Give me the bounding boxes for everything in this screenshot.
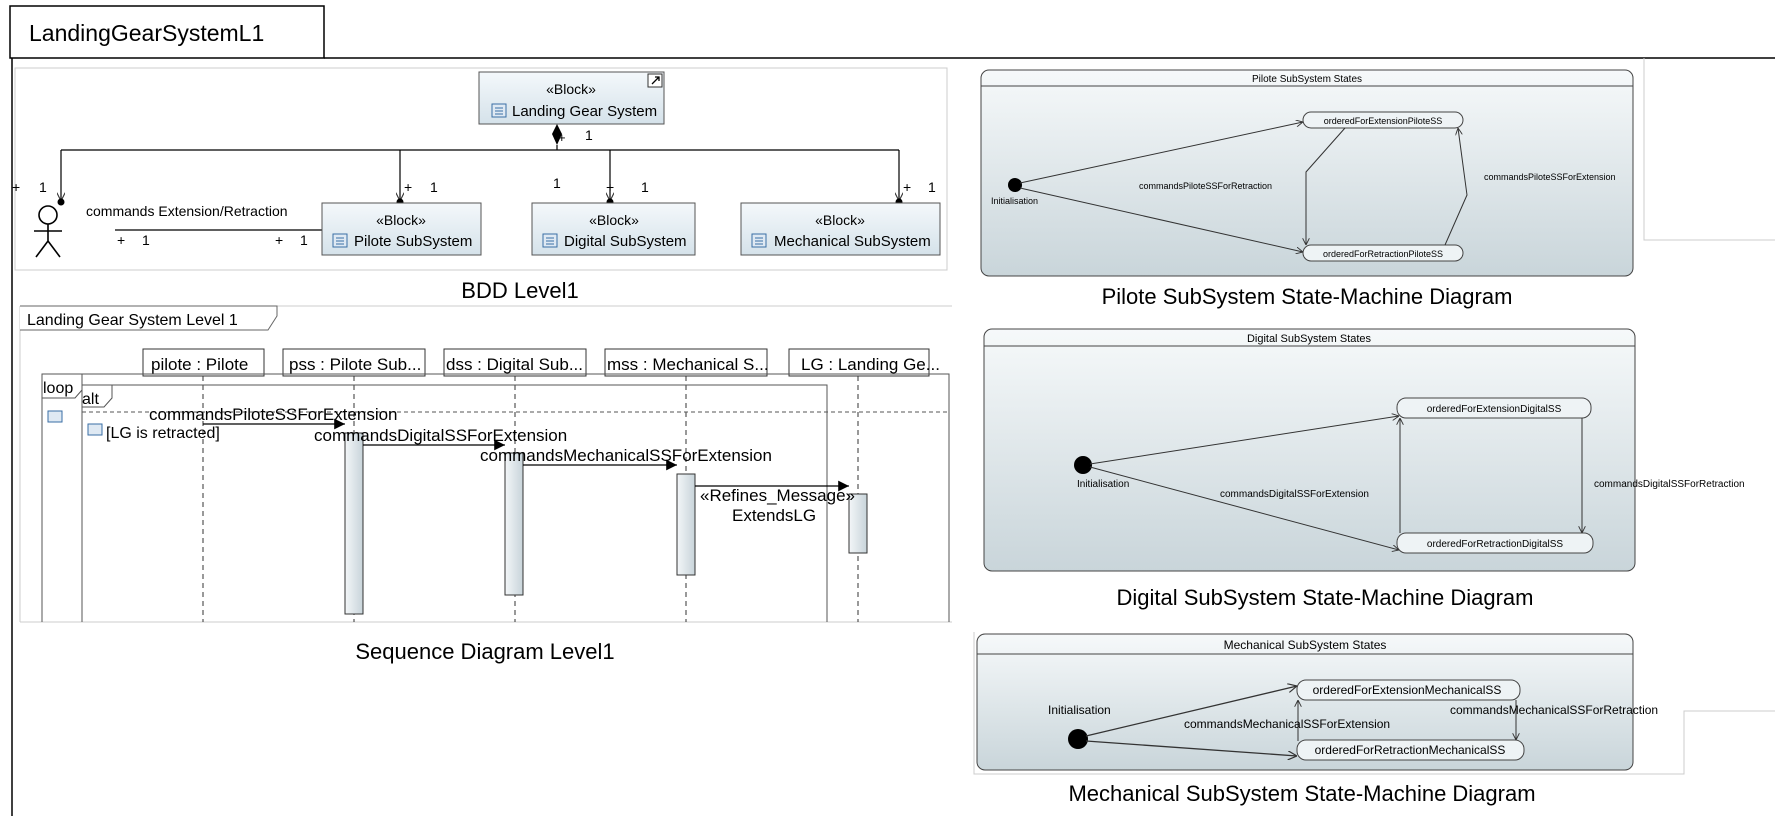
block-digital-subsystem[interactable]: «Block» Digital SubSystem <box>531 202 696 256</box>
lifeline-head[interactable] <box>788 348 930 377</box>
svg-text:commandsMechanicalSSForExtensi: commandsMechanicalSSForExtension <box>1184 717 1390 731</box>
mechanical-sm-caption: Mechanical SubSystem State-Machine Diagr… <box>1068 781 1535 806</box>
svg-text:pss : Pilote Sub...: pss : Pilote Sub... <box>289 355 421 374</box>
svg-text:orderedForExtensionPiloteSS: orderedForExtensionPiloteSS <box>1324 116 1443 126</box>
pilote-state-machine: Pilote SubSystem States Initialisation o… <box>980 69 1634 277</box>
digital-state-machine: Digital SubSystem States Initialisation … <box>983 328 1745 572</box>
sm-title: Mechanical SubSystem States <box>1224 638 1387 652</box>
mult-plus: + <box>558 130 566 145</box>
alt-guard: [LG is retracted] <box>106 425 220 442</box>
activation-bar <box>504 452 524 596</box>
initial-state <box>1068 729 1088 749</box>
svg-text:commandsMechanicalSSForRetract: commandsMechanicalSSForRetraction <box>1450 703 1658 717</box>
svg-text:+: + <box>903 179 911 195</box>
block-name: Landing Gear System <box>512 103 657 120</box>
mult-root: 1 <box>585 127 593 143</box>
loop-label: loop <box>43 380 73 397</box>
state-ordered-retraction-pilote[interactable]: orderedForRetractionPiloteSS <box>1302 244 1464 262</box>
message-label: commandsMechanicalSSForExtension <box>480 446 772 465</box>
lifeline-head[interactable] <box>443 348 587 377</box>
svg-text:«Block»: «Block» <box>815 212 865 228</box>
svg-text:pilote : Pilote: pilote : Pilote <box>151 355 248 374</box>
svg-text:orderedForRetractionMechanical: orderedForRetractionMechanicalSS <box>1315 743 1506 757</box>
svg-text:Initialisation: Initialisation <box>991 196 1038 206</box>
svg-text:1: 1 <box>641 179 649 195</box>
svg-text:1: 1 <box>553 175 561 191</box>
svg-text:LG : Landing Ge...: LG : Landing Ge... <box>801 355 940 374</box>
svg-text:Initialisation: Initialisation <box>1077 479 1129 490</box>
svg-text:commandsPiloteSSForExtension: commandsPiloteSSForExtension <box>1484 172 1616 182</box>
message-label: commandsDigitalSSForExtension <box>314 426 567 445</box>
state-ordered-extension-digital[interactable]: orderedForExtensionDigitalSS <box>1396 397 1592 419</box>
composition-diamond <box>552 124 562 145</box>
svg-text:+: + <box>606 179 614 195</box>
block-mechanical-subsystem[interactable]: «Block» Mechanical SubSystem <box>740 202 941 256</box>
svg-text:commandsDigitalSSForExtension: commandsDigitalSSForExtension <box>1220 489 1369 500</box>
activation-bar <box>848 493 868 554</box>
svg-text:+: + <box>404 179 412 195</box>
state-ordered-extension-mechanical[interactable]: orderedForExtensionMechanicalSS <box>1296 679 1521 701</box>
initial-state <box>1074 456 1092 474</box>
svg-text:+: + <box>117 232 125 248</box>
svg-text:«Block»: «Block» <box>376 212 426 228</box>
svg-text:1: 1 <box>928 179 936 195</box>
svg-text:orderedForRetractionPiloteSS: orderedForRetractionPiloteSS <box>1323 249 1443 259</box>
svg-text:+: + <box>275 232 283 248</box>
bdd-caption: BDD Level1 <box>461 278 578 303</box>
svg-text:1: 1 <box>39 179 47 195</box>
svg-text:orderedForExtensionDigitalSS: orderedForExtensionDigitalSS <box>1427 404 1562 415</box>
svg-text:mss : Mechanical S...: mss : Mechanical S... <box>607 355 769 374</box>
bdd-panel: «Block» Landing Gear System + 1 + 1 + 1 … <box>12 67 948 271</box>
alt-label: alt <box>82 391 99 408</box>
block-stereotype: «Block» <box>546 81 596 97</box>
message-label: «Refines_Message» <box>700 486 855 505</box>
association-label: commands Extension/Retraction <box>86 203 288 219</box>
mechanical-state-machine: Mechanical SubSystem States Initialisati… <box>976 633 1658 771</box>
block-landing-gear-system[interactable]: «Block» Landing Gear System <box>478 71 665 125</box>
svg-text:dss : Digital Sub...: dss : Digital Sub... <box>446 355 583 374</box>
svg-text:commandsDigitalSSForRetraction: commandsDigitalSSForRetraction <box>1594 479 1745 490</box>
svg-text:Mechanical SubSystem: Mechanical SubSystem <box>774 233 931 250</box>
activation-bar <box>676 473 696 576</box>
svg-text:1: 1 <box>142 232 150 248</box>
message-label: commandsPiloteSSForExtension <box>149 405 398 424</box>
message-label: ExtendsLG <box>732 506 816 525</box>
svg-text:commandsPiloteSSForRetraction: commandsPiloteSSForRetraction <box>1139 181 1272 191</box>
svg-text:Initialisation: Initialisation <box>1048 703 1111 717</box>
sm-title: Pilote SubSystem States <box>1252 74 1362 85</box>
svg-text:Pilote SubSystem: Pilote SubSystem <box>354 233 472 250</box>
lifeline-head[interactable] <box>142 348 265 377</box>
svg-text:1: 1 <box>300 232 308 248</box>
tab-title: LandingGearSystemL1 <box>29 20 264 46</box>
svg-text:orderedForExtensionMechanicalS: orderedForExtensionMechanicalSS <box>1313 683 1502 697</box>
state-ordered-extension-pilote[interactable]: orderedForExtensionPiloteSS <box>1302 111 1464 129</box>
sequence-panel: Landing Gear System Level 1 pilote : Pil… <box>19 305 952 623</box>
lifeline-head[interactable] <box>604 348 768 377</box>
initial-state <box>1008 178 1022 192</box>
sequence-caption: Sequence Diagram Level1 <box>355 639 614 664</box>
svg-text:orderedForRetractionDigitalSS: orderedForRetractionDigitalSS <box>1427 539 1564 550</box>
state-ordered-retraction-mechanical[interactable]: orderedForRetractionMechanicalSS <box>1296 739 1525 761</box>
svg-text:«Block»: «Block» <box>589 212 639 228</box>
sm-title: Digital SubSystem States <box>1247 333 1372 345</box>
diagram-tab[interactable]: LandingGearSystemL1 <box>9 5 325 59</box>
actor-pilote[interactable] <box>34 205 62 258</box>
activation-bar <box>344 432 364 615</box>
digital-sm-caption: Digital SubSystem State-Machine Diagram <box>1117 585 1534 610</box>
svg-text:Digital SubSystem: Digital SubSystem <box>564 233 687 250</box>
svg-text:+: + <box>12 179 20 195</box>
pilote-sm-caption: Pilote SubSystem State-Machine Diagram <box>1102 284 1513 309</box>
sequence-frame-title: Landing Gear System Level 1 <box>27 312 238 329</box>
svg-text:1: 1 <box>430 179 438 195</box>
state-ordered-retraction-digital[interactable]: orderedForRetractionDigitalSS <box>1396 532 1594 554</box>
block-pilote-subsystem[interactable]: «Block» Pilote SubSystem <box>321 202 482 256</box>
